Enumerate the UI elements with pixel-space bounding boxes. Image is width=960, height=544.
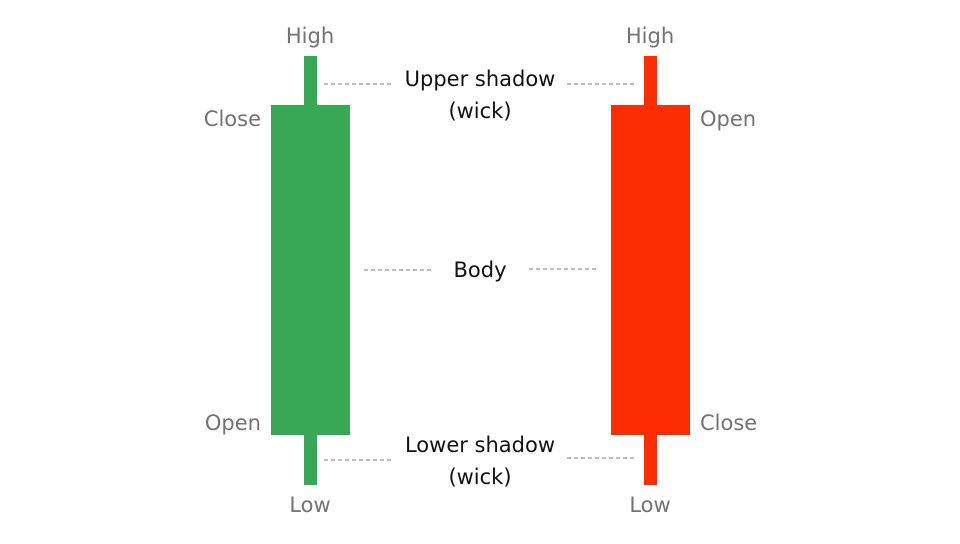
body-label: Body [453, 258, 506, 282]
upper-shadow-label-line2: (wick) [448, 99, 511, 123]
bearish-low-label: Low [629, 493, 670, 517]
bearish-close-label: Close [700, 411, 757, 435]
bearish-open-label: Open [700, 107, 756, 131]
bullish-candle [271, 56, 350, 485]
bearish-lower-wick [644, 432, 657, 485]
bullish-upper-wick [304, 56, 317, 108]
bullish-close-label: Close [204, 107, 261, 131]
bullish-high-label: High [286, 24, 334, 48]
lower-shadow-label-line1: Lower shadow [405, 433, 555, 457]
lower-shadow-label-line2: (wick) [448, 465, 511, 489]
bullish-low-label: Low [289, 493, 330, 517]
bearish-upper-wick [644, 56, 657, 108]
bearish-high-label: High [626, 24, 674, 48]
bearish-candle [611, 56, 690, 485]
bearish-body [611, 105, 690, 435]
upper-shadow-label-line1: Upper shadow [405, 67, 556, 91]
bullish-lower-wick [304, 432, 317, 485]
leader-lines [324, 83, 635, 461]
bullish-body [271, 105, 350, 435]
bullish-open-label: Open [205, 411, 261, 435]
